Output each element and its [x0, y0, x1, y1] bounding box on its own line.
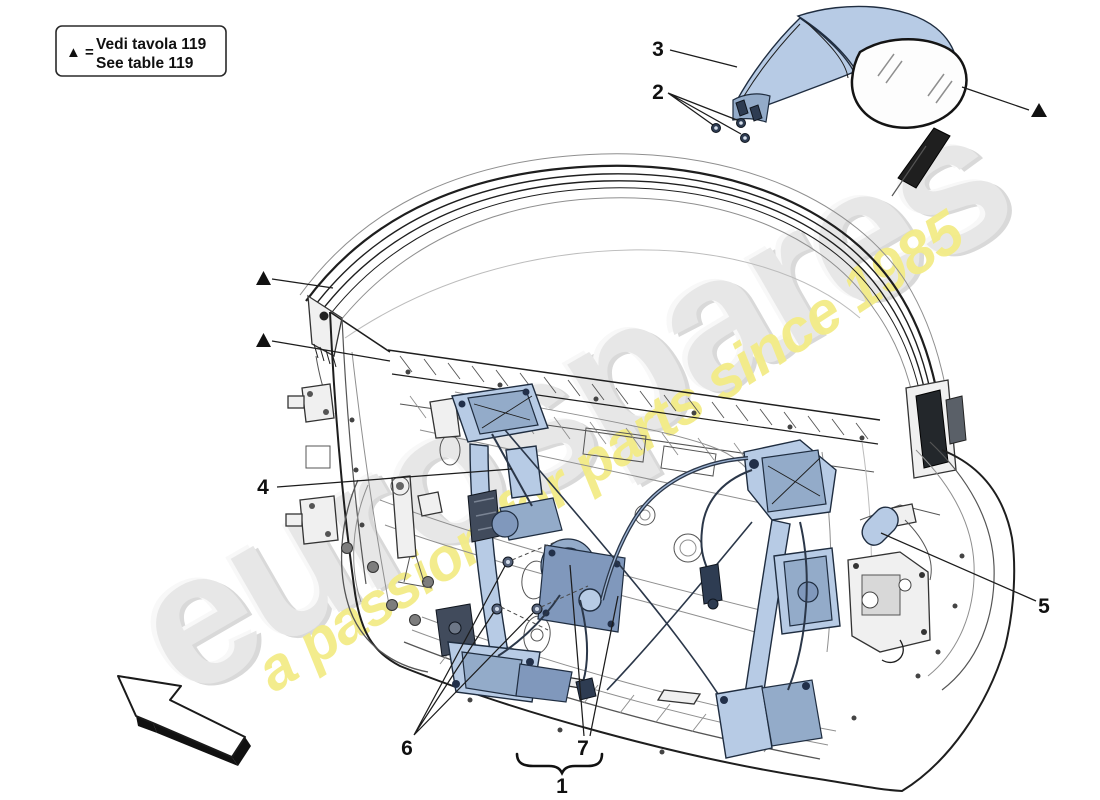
- triangle-marker-mirror-glass: [1031, 103, 1047, 117]
- rear-bottom-bracket: [715, 685, 773, 759]
- door-outline: [329, 311, 1016, 793]
- quarter-glass-channel: [905, 379, 967, 479]
- see-table-triangles: [256, 86, 1047, 362]
- door-drawing: [285, 127, 1016, 793]
- frame-top-bracket: [897, 127, 951, 189]
- glass-carrier-plate: [505, 445, 543, 499]
- legend-line-english: See table 119: [96, 55, 194, 72]
- window-frame: [299, 127, 952, 464]
- bracket-for-callout-1: [515, 752, 604, 776]
- legend-box: ▲ = Vedi tavola 119 See table 119: [55, 25, 227, 77]
- front-window-regulator: [429, 383, 626, 703]
- frame-corner-bracket: [307, 294, 343, 357]
- triangle-marker-frame-lower: [256, 333, 271, 347]
- legend-line-italian: Vedi tavola 119: [96, 36, 207, 53]
- callout-6: 6: [401, 737, 413, 760]
- callout-1: 1: [556, 775, 568, 798]
- cable-connector: [699, 563, 723, 605]
- rear-window-regulator: [600, 439, 841, 759]
- callout-3: 3: [652, 38, 664, 61]
- callout-5: 5: [1038, 595, 1050, 618]
- legend-border: [55, 25, 227, 77]
- door-hinges: [285, 383, 339, 545]
- mirror-glass: [850, 38, 968, 129]
- drive-cables: [504, 429, 753, 701]
- mirror-fasteners: [711, 118, 750, 143]
- mirror-assembly: [711, 5, 968, 143]
- door-latch: [847, 503, 941, 664]
- legend-symbol: ▲ =: [66, 44, 94, 61]
- triangle-marker-frame-upper: [256, 271, 271, 285]
- direction-arrow: [117, 675, 251, 766]
- callout-7: 7: [577, 737, 589, 760]
- callout-2: 2: [652, 81, 664, 104]
- callout-labels: 1 2 3 4 5 6 7: [257, 38, 1050, 798]
- callout-4: 4: [257, 476, 269, 499]
- callout-leaders: [276, 49, 1037, 776]
- lock-part-highlight: [861, 506, 899, 546]
- mounting-bolts: [491, 556, 543, 615]
- mirror-arm: [732, 17, 855, 121]
